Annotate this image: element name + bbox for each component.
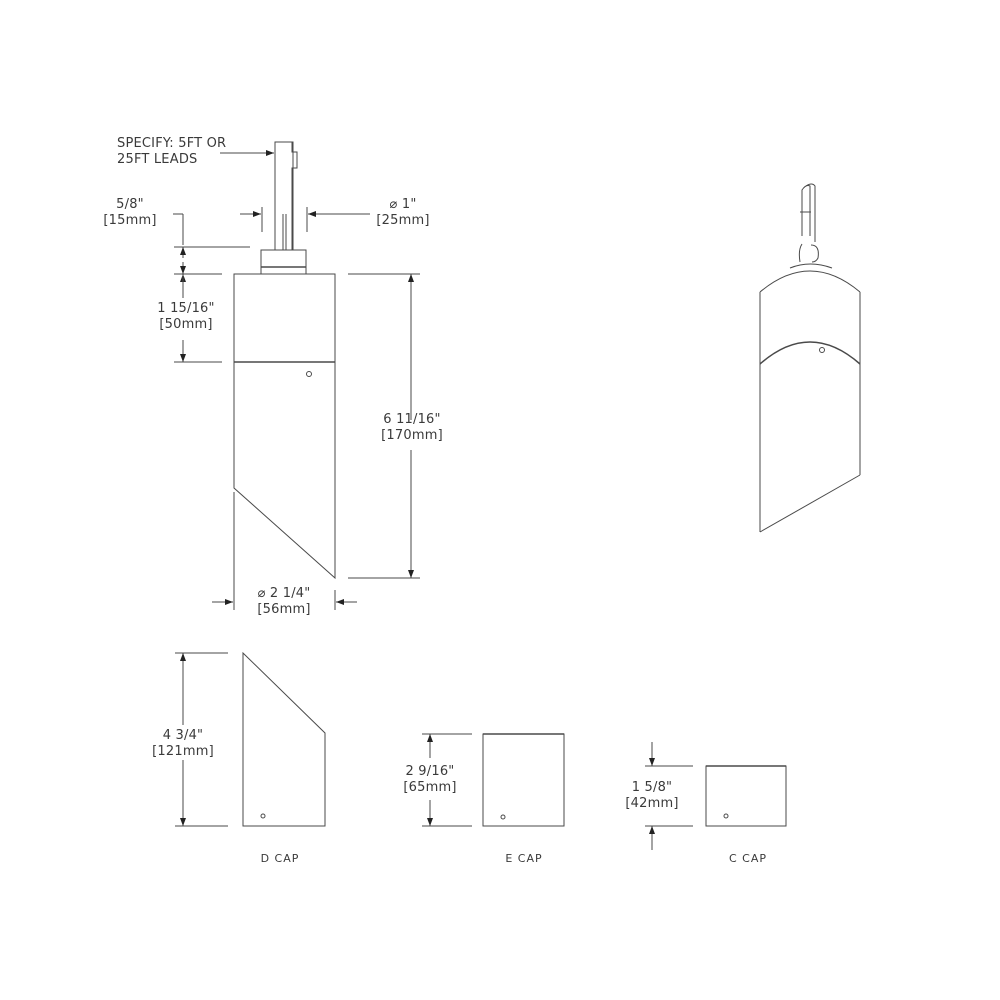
dim-mm: [170mm] xyxy=(381,428,443,443)
lead-stem xyxy=(274,141,294,251)
dim-mm: [121mm] xyxy=(152,744,214,759)
dim-mm: [15mm] xyxy=(103,213,157,228)
dim-d-cap-height: 4 3/4" [121mm] xyxy=(146,728,220,760)
dim-body-diameter: ⌀ 2 1/4" [56mm] xyxy=(252,586,316,618)
set-screw xyxy=(306,371,312,377)
dim-mm: [42mm] xyxy=(625,796,679,811)
collar xyxy=(260,249,307,275)
dim-in: ⌀ 1" xyxy=(389,197,417,212)
d-cap-label: D CAP xyxy=(260,852,300,865)
body-top xyxy=(233,273,336,363)
dim-in: 1 5/8" xyxy=(631,780,673,795)
dim-e-cap-height: 2 9/16" [65mm] xyxy=(398,764,462,796)
dim-mm: [56mm] xyxy=(257,602,311,617)
body-d-cap xyxy=(233,362,336,580)
callout-line1: SPECIFY: 5FT OR xyxy=(117,136,227,151)
dim-stem-height: 5/8" [15mm] xyxy=(100,197,160,229)
dim-in: 5/8" xyxy=(116,197,144,212)
c-cap-label: C CAP xyxy=(728,852,768,865)
dim-c-cap-height: 1 5/8" [42mm] xyxy=(620,780,684,812)
dim-stem-diameter: ⌀ 1" [25mm] xyxy=(372,197,434,229)
dim-in: 1 15/16" xyxy=(157,301,215,316)
dim-top-section: 1 15/16" [50mm] xyxy=(148,301,224,333)
dim-overall-height: 6 11/16" [170mm] xyxy=(378,412,446,444)
dim-in: ⌀ 2 1/4" xyxy=(257,586,311,601)
dim-mm: [65mm] xyxy=(403,780,457,795)
dim-mm: [25mm] xyxy=(376,213,430,228)
dim-in: 4 3/4" xyxy=(162,728,204,743)
isometric-view xyxy=(759,183,861,533)
c-cap-drawing xyxy=(705,765,787,827)
e-cap-drawing xyxy=(482,733,565,827)
e-cap-label: E CAP xyxy=(505,852,543,865)
dim-in: 6 11/16" xyxy=(383,412,441,427)
d-cap-drawing xyxy=(242,651,326,827)
callout-text: SPECIFY: 5FT OR 25FT LEADS xyxy=(117,136,226,168)
dim-mm: [50mm] xyxy=(159,317,213,332)
callout-line2: 25FT LEADS xyxy=(117,152,198,167)
dim-in: 2 9/16" xyxy=(405,764,455,779)
front-view xyxy=(233,141,336,580)
